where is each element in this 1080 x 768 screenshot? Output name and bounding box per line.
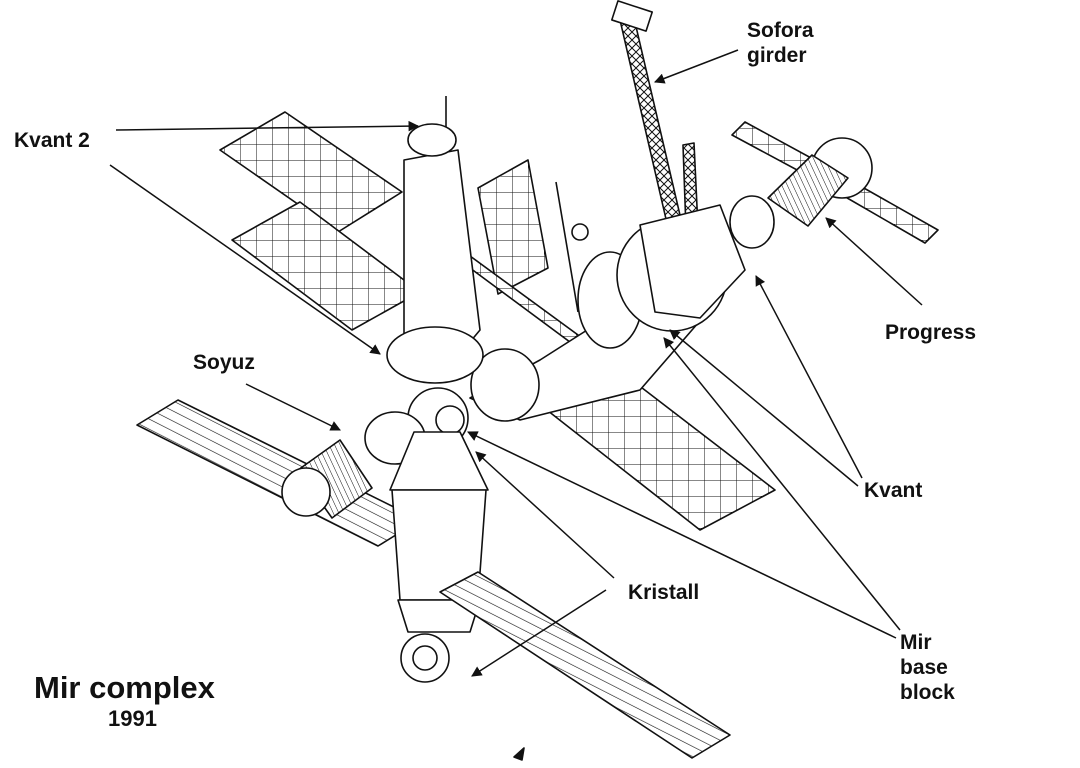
soyuz-service-end: [281, 467, 331, 517]
antenna-dish: [571, 223, 589, 241]
label-sofora-girder: Sofora girder: [747, 18, 814, 68]
progress-body: [767, 154, 849, 227]
label-kvant: Kvant: [864, 479, 923, 502]
kvant-module-frame: [639, 204, 746, 319]
leader-kvant-b: [669, 329, 859, 487]
label-mir-base-block: Mir base block: [900, 630, 955, 705]
kristall-solar-panel-lower: [439, 571, 731, 759]
diagram-year: 1991: [108, 706, 157, 731]
leader-kristall-a: [475, 451, 615, 579]
solar-panel-mid-left: [231, 201, 421, 331]
kvant-dock: [729, 195, 775, 249]
leader-kvant2-lower: [109, 164, 381, 355]
label-kvant2: Kvant 2: [14, 129, 90, 152]
leader-kvant2-upper: [115, 120, 420, 132]
label-mir-line1: Mir: [900, 631, 932, 654]
leader-progress: [825, 217, 923, 306]
antenna-mast: [555, 181, 579, 313]
kvant2-top: [407, 123, 457, 157]
label-kristall: Kristall: [628, 581, 700, 604]
small-marker: [513, 747, 525, 761]
label-sofora-line1: Sofora: [747, 19, 814, 42]
label-mir-line3: block: [900, 681, 955, 704]
leader-mir-b: [467, 431, 897, 639]
diagram-title: Mir complex: [34, 670, 215, 705]
kvant2-solar-panel: [477, 159, 549, 295]
label-progress: Progress: [885, 321, 977, 344]
sofora-girder: [619, 17, 684, 233]
leader-sofora: [654, 49, 739, 84]
mir-base-block-end: [470, 348, 540, 422]
sofora-girder-tip: [610, 0, 654, 32]
label-soyuz: Soyuz: [193, 351, 255, 374]
leader-kristall-b: [471, 589, 607, 677]
label-sofora-line2: girder: [747, 44, 807, 67]
leader-kvant-a: [755, 275, 863, 479]
kvant2-base: [386, 326, 484, 384]
label-mir-line2: base: [900, 656, 948, 679]
docking-port: [435, 405, 465, 435]
leader-soyuz: [245, 383, 341, 431]
leader-mir-a: [663, 337, 901, 631]
kristall-docking-ring: [412, 645, 438, 671]
